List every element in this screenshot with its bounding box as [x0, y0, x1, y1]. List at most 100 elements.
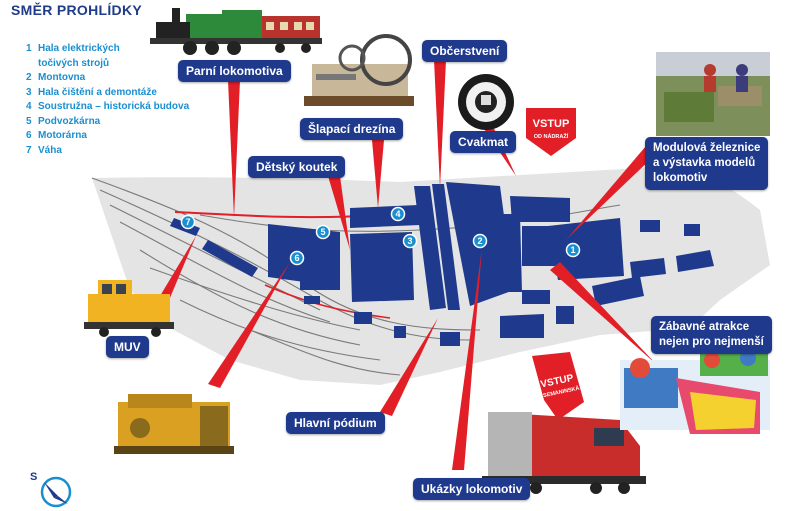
label-cvakmat[interactable]: Cvakmat [450, 131, 517, 153]
marker-6-label: 6 [294, 253, 299, 263]
building-6-motorarna [202, 240, 258, 277]
marker-7-label: 7 [185, 217, 190, 227]
building-east-3 [676, 250, 714, 272]
building-shed-long2 [432, 184, 460, 310]
pointer-hlavni [380, 318, 438, 416]
pointer-muv [154, 236, 196, 312]
building-2b [498, 214, 522, 292]
label-parni-lokomotiva[interactable]: Parní lokomotiva [178, 60, 291, 82]
marker-4-label: 4 [395, 209, 400, 219]
building-mid-2 [522, 226, 556, 266]
steam-locomotive-image [150, 8, 322, 55]
entrance-south [532, 352, 584, 420]
legend-item: 1 Hala elektrických [26, 42, 189, 57]
pointer-parni [228, 80, 240, 218]
legend-item-number: 2 [26, 72, 32, 83]
marker-5 [315, 224, 331, 240]
legend-item-number: 7 [26, 144, 32, 156]
marker-5-label: 5 [320, 227, 325, 237]
pointer-ukazky [452, 248, 482, 470]
compass-letter: S [30, 471, 37, 483]
compass-icon [40, 476, 72, 508]
legend-item: 5 Podvozkárna [26, 115, 189, 130]
building-south-1 [500, 314, 544, 338]
legend-item: točivých strojů [26, 57, 189, 72]
locomotive-image [482, 412, 646, 494]
label-hlavni-podium[interactable]: Hlavní pódium [286, 412, 385, 434]
entrance-north [526, 108, 576, 156]
building-east-2 [630, 258, 666, 278]
building-east-1 [592, 276, 644, 306]
legend-item-text: Motorárna [38, 130, 87, 141]
entrance-north-sub: OD NÁDRAŽÍ [534, 132, 569, 140]
marker-6 [289, 250, 305, 266]
label-muv[interactable]: MUV [106, 336, 149, 358]
legend-item: 7 Váha [26, 144, 189, 159]
label-ukazky-lokomotiv[interactable]: Ukázky lokomotiv [413, 478, 531, 500]
label-modulova-zeleznice[interactable]: Modulová železnice a výstavka modelů lok… [645, 137, 769, 190]
marker-7 [180, 214, 196, 230]
building-4-soustruzna [350, 205, 420, 228]
buildings [170, 182, 714, 346]
marker-4 [390, 206, 406, 222]
building-shed-long [414, 186, 446, 310]
label-detsky-koutek[interactable]: Dětský koutek [248, 156, 346, 178]
pointer-modulova [566, 146, 656, 240]
marker-3 [402, 233, 418, 249]
marker-2 [472, 233, 488, 249]
building-small-5 [640, 220, 660, 232]
legend-item-text: Hala elektrických [38, 43, 120, 54]
legend-item-text: Podvozkárna [38, 115, 101, 127]
marker-2-label: 2 [477, 236, 482, 246]
model-railway-image [656, 52, 770, 136]
marker-numbers: 7 6 5 4 3 2 1 [185, 209, 575, 263]
legend-item-text: Soustružna – historická budova [38, 101, 190, 112]
label-slapaci-drezina[interactable]: Šlapací drezína [300, 118, 404, 140]
building-3b [364, 254, 394, 296]
legend-item: 2 Montovna [26, 71, 189, 86]
building-south-3 [522, 290, 550, 304]
building-small-1 [354, 312, 372, 324]
marker-1 [565, 242, 581, 258]
handcar-image [304, 34, 414, 106]
building-south-2 [556, 306, 574, 324]
pointer-detsky [328, 176, 350, 250]
building-mid-1 [510, 196, 570, 222]
legend-item-text: Váha [38, 144, 62, 156]
markers [180, 206, 581, 266]
legend-item-text: Montovna [38, 72, 86, 83]
cvakmat-image [458, 74, 514, 130]
label-obcerstveni[interactable]: Občerstvení [422, 40, 508, 62]
building-1-elektro [548, 218, 624, 280]
legend-item: 4 Soustružna – historická budova [26, 100, 189, 115]
engine-image [114, 394, 234, 454]
entrance-north-main: VSTUP [533, 118, 570, 130]
pointer-engine [208, 262, 290, 388]
legend-item-text: točivých strojů [38, 57, 110, 69]
building-hall-a [300, 256, 340, 290]
legend-item-number: 3 [26, 86, 32, 98]
legend-item-number: 5 [26, 115, 32, 127]
pointers [154, 60, 656, 470]
muv-image [84, 280, 174, 337]
legend-item-number: 1 [26, 43, 32, 54]
pointer-slapaci [372, 140, 384, 208]
building-small-4 [304, 296, 320, 304]
legend-title: SMĚR PROHLÍDKY [11, 2, 142, 18]
label-zabavne-atrakce[interactable]: Zábavné atrakce nejen pro nejmenší [651, 316, 772, 354]
inflatables-image [620, 350, 770, 434]
marker-1-label: 1 [570, 245, 575, 255]
entrance-north-text: VSTUP OD NÁDRAŽÍ [533, 118, 570, 140]
building-small-6 [684, 224, 700, 236]
legend-item-number: 4 [26, 101, 32, 112]
building-small-3 [440, 332, 460, 346]
marker-3-label: 3 [407, 236, 412, 246]
legend-item-number: 6 [26, 130, 32, 141]
legend-list: 1 Hala elektrických točivých strojů 2 Mont… [26, 42, 189, 158]
legend-item: 6 Motorárna [26, 129, 189, 144]
building-small-2 [394, 326, 406, 338]
pointer-zabavne [550, 262, 656, 364]
